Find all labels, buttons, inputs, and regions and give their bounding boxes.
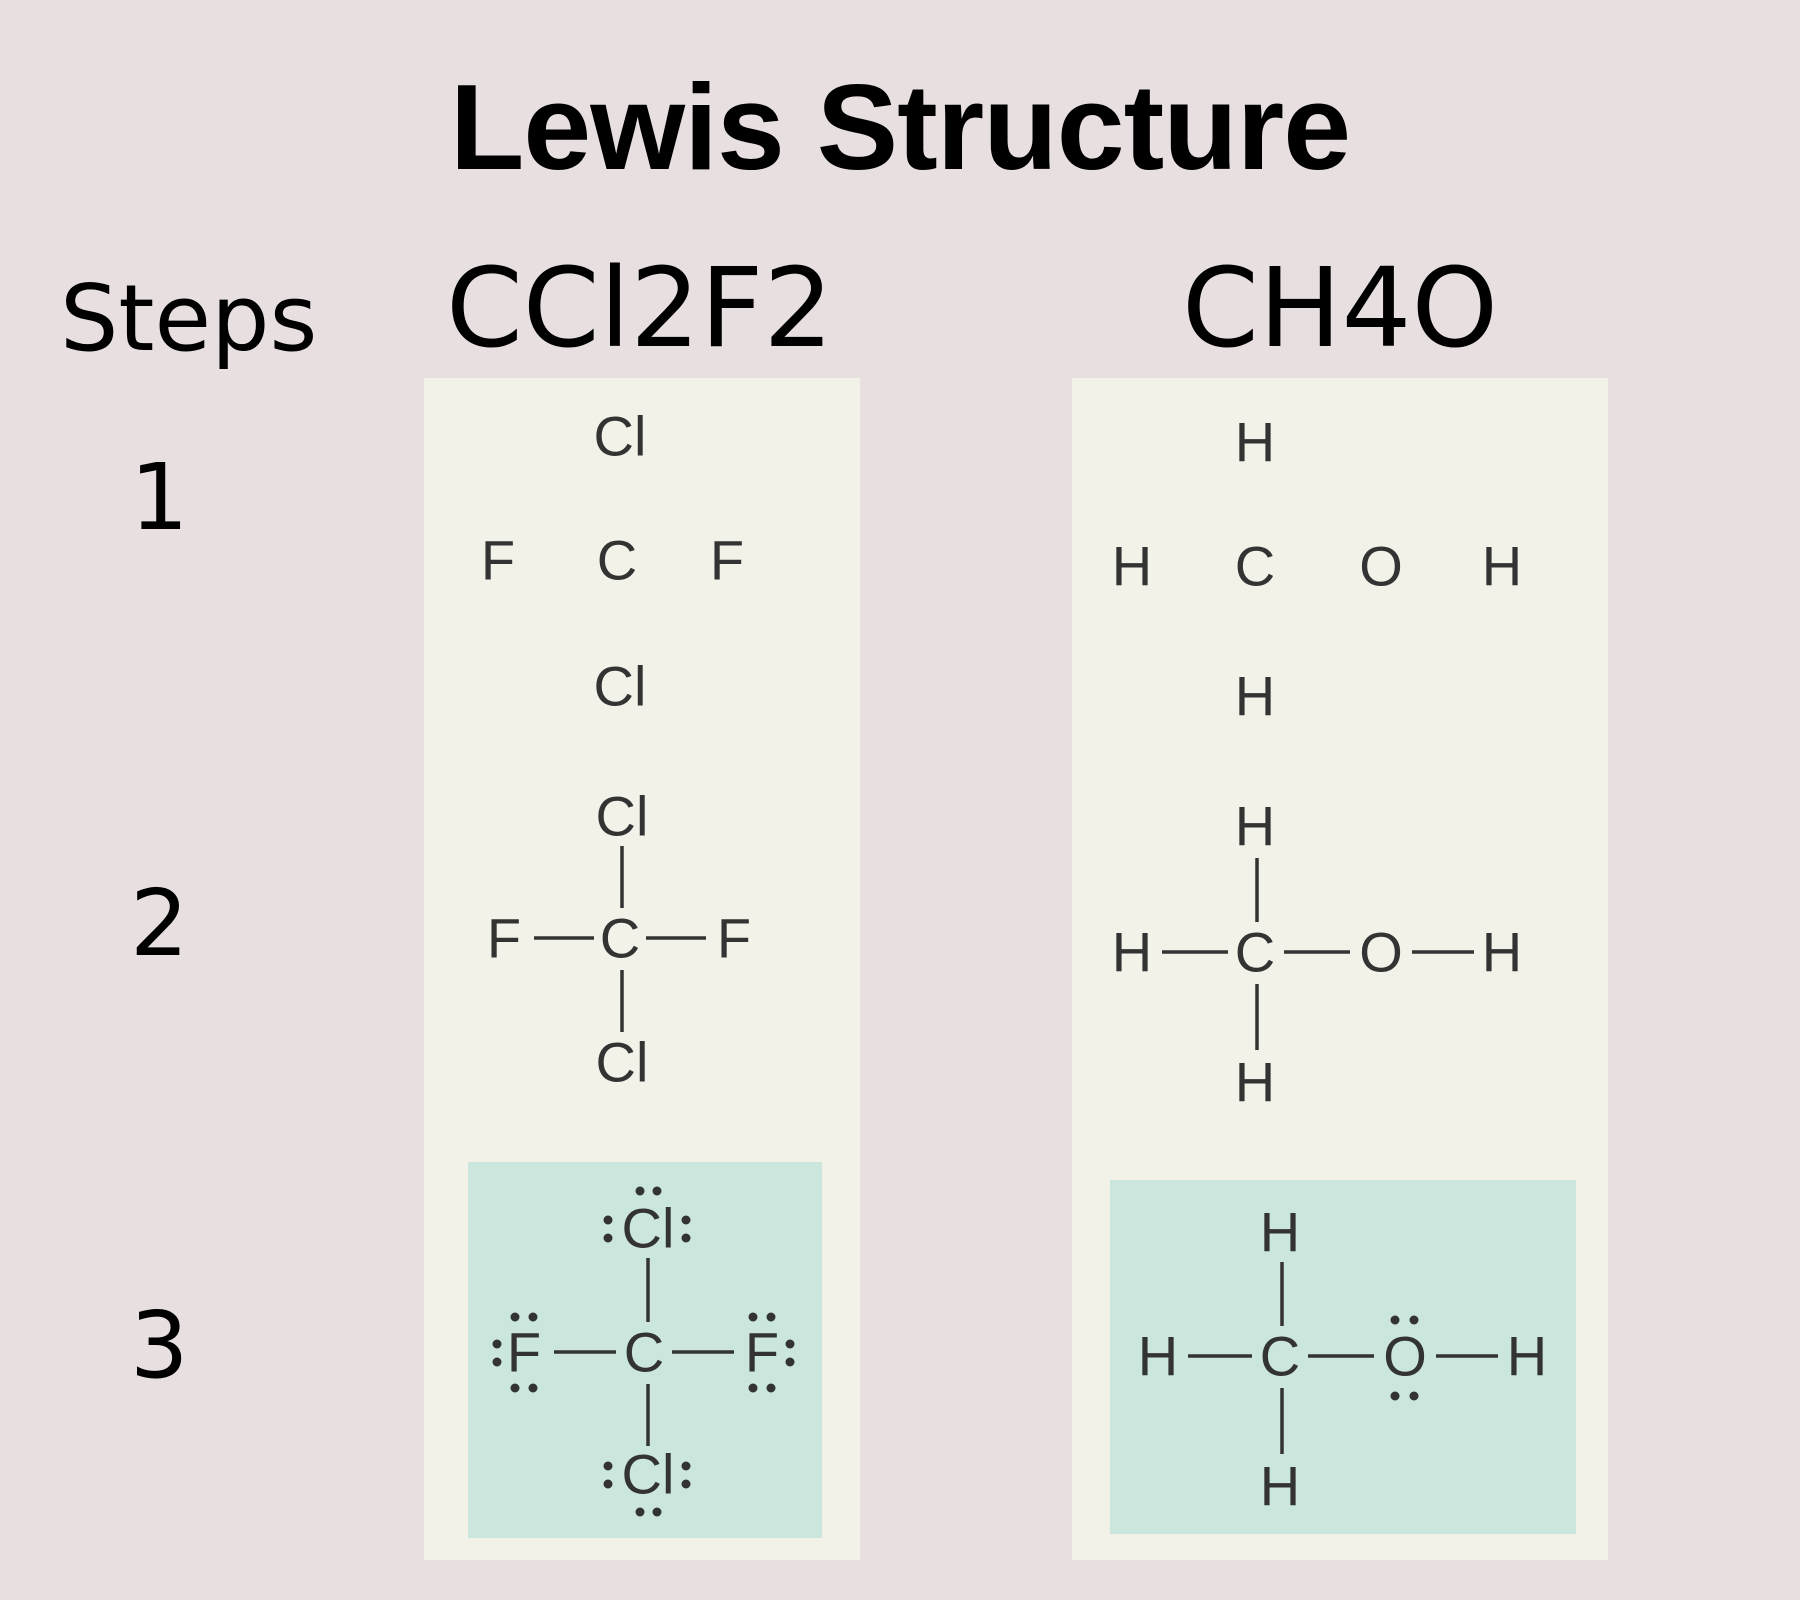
atom-f: F xyxy=(745,1321,779,1384)
lone-pair-dot xyxy=(635,1507,645,1517)
page-title: Lewis Structure xyxy=(449,59,1351,195)
lone-pair-dot xyxy=(652,1507,662,1517)
lone-pair-dot xyxy=(510,1383,520,1393)
lone-pair-dot xyxy=(1409,1391,1419,1401)
atom-h: H xyxy=(1507,1325,1547,1388)
lone-pair-dot xyxy=(785,1339,795,1349)
steps-label: Steps xyxy=(60,265,318,372)
atom-f: F xyxy=(487,907,521,970)
atom-c: C xyxy=(1235,535,1275,598)
atom-h: H xyxy=(1112,921,1152,984)
lone-pair-dot xyxy=(681,1479,691,1489)
atom-c: C xyxy=(624,1321,664,1384)
lone-pair-dot xyxy=(603,1233,613,1243)
atom-c: C xyxy=(597,529,637,592)
atom-h: H xyxy=(1260,1455,1300,1518)
atom-f: F xyxy=(710,529,744,592)
atom-h: H xyxy=(1112,535,1152,598)
atom-cl: Cl xyxy=(622,1443,675,1506)
lone-pair-dot xyxy=(1409,1315,1419,1325)
ccl2f2-final-highlight xyxy=(468,1162,822,1538)
ch4o-step1: H H C O H H xyxy=(1112,411,1522,728)
atom-h: H xyxy=(1235,1051,1275,1114)
lone-pair-dot xyxy=(1390,1315,1400,1325)
step-number-2: 2 xyxy=(130,870,189,977)
atom-c: C xyxy=(1235,921,1275,984)
lone-pair-dot xyxy=(652,1186,662,1196)
heading-ccl2f2: CCl2F2 xyxy=(446,244,834,372)
atom-cl: Cl xyxy=(596,785,649,848)
lone-pair-dot xyxy=(681,1233,691,1243)
ch4o-step2: H H C O H H xyxy=(1112,795,1522,1114)
atom-h: H xyxy=(1235,411,1275,474)
atom-o: O xyxy=(1359,921,1403,984)
lone-pair-dot xyxy=(603,1479,613,1489)
atom-cl: Cl xyxy=(622,1197,675,1260)
lone-pair-dot xyxy=(528,1312,538,1322)
atom-h: H xyxy=(1138,1325,1178,1388)
ccl2f2-step2: Cl F C F Cl xyxy=(487,785,751,1094)
atom-cl: Cl xyxy=(594,405,647,468)
lone-pair-dot xyxy=(785,1357,795,1367)
lone-pair-dot xyxy=(635,1186,645,1196)
atom-c: C xyxy=(1260,1325,1300,1388)
atom-h: H xyxy=(1235,795,1275,858)
ch4o-step3: H H C O H H xyxy=(1138,1201,1547,1518)
atom-h: H xyxy=(1235,665,1275,728)
lone-pair-dot xyxy=(510,1312,520,1322)
ccl2f2-step3: Cl F C F Cl xyxy=(492,1186,795,1517)
atom-h: H xyxy=(1482,921,1522,984)
step-number-1: 1 xyxy=(130,444,189,551)
lone-pair-dot xyxy=(492,1357,502,1367)
lone-pair-dot xyxy=(528,1383,538,1393)
lone-pair-dot xyxy=(681,1215,691,1225)
atom-c: C xyxy=(600,907,640,970)
atom-f: F xyxy=(717,907,751,970)
lone-pair-dot xyxy=(681,1461,691,1471)
lone-pair-dot xyxy=(603,1461,613,1471)
lone-pair-dot xyxy=(603,1215,613,1225)
lone-pair-dot xyxy=(766,1312,776,1322)
lone-pair-dot xyxy=(748,1312,758,1322)
atom-cl: Cl xyxy=(594,655,647,718)
atom-o: O xyxy=(1359,535,1403,598)
lone-pair-dot xyxy=(766,1383,776,1393)
atom-cl: Cl xyxy=(596,1031,649,1094)
atom-o: O xyxy=(1383,1325,1427,1388)
lone-pair-dot xyxy=(1390,1391,1400,1401)
lone-pair-dot xyxy=(748,1383,758,1393)
atom-h: H xyxy=(1260,1201,1300,1264)
heading-ch4o: CH4O xyxy=(1182,244,1499,372)
atom-h: H xyxy=(1482,535,1522,598)
ccl2f2-step1: Cl F C F Cl xyxy=(481,405,744,718)
atom-f: F xyxy=(481,529,515,592)
atom-f: F xyxy=(507,1321,541,1384)
lone-pair-dot xyxy=(492,1339,502,1349)
step-number-3: 3 xyxy=(130,1292,189,1399)
